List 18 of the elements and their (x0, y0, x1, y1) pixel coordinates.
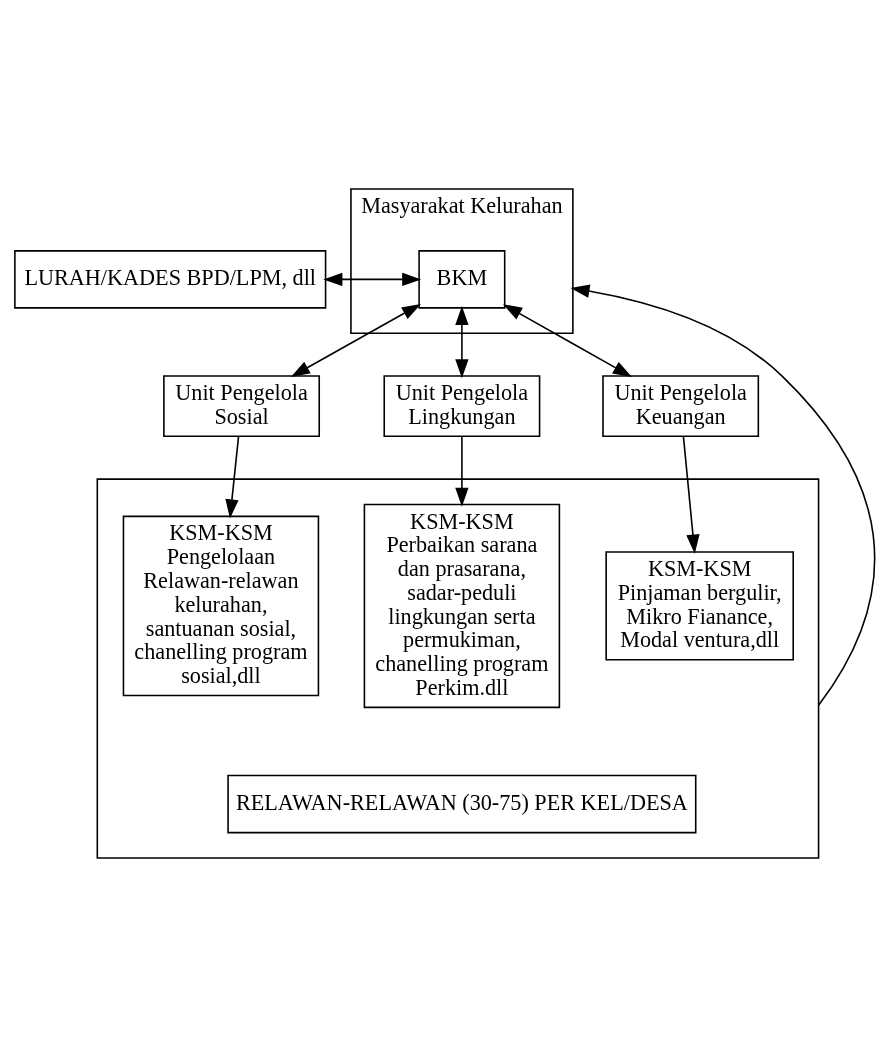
node-box: Unit Pengelola Keuangan (602, 374, 760, 437)
arrow (225, 435, 240, 518)
arrow (290, 303, 421, 377)
node-box: Unit Pengelola Lingkungan (383, 374, 541, 437)
arrow (455, 435, 469, 507)
node-box: RELAWAN-RELAWAN (30-75) PER KEL/DESA (227, 774, 697, 833)
arrow (323, 272, 422, 286)
node-box: KSM-KSM Pengelolaan Relawan-relawan kelurahan, santuanan sosial, chanelling program sosial,dll (122, 515, 320, 696)
arrow (455, 305, 469, 378)
node-box: Unit Pengelola Sosial (163, 374, 321, 437)
node-box: KSM-KSM Pinjaman bergulir, Mikro Fianance, Modal ventura,dll (605, 550, 794, 661)
node-box: KSM-KSM Perbaikan sarana dan prasarana, sadar-peduli lingkungan serta permukiman, chanelling program Perkim.dll (363, 503, 561, 708)
arrow (503, 303, 632, 377)
arrow (682, 435, 700, 554)
cluster (96, 477, 820, 859)
node-box: LURAH/KADES BPD/LPM, dll (14, 249, 327, 309)
arrow (570, 284, 876, 706)
node-box: BKM (418, 249, 506, 309)
